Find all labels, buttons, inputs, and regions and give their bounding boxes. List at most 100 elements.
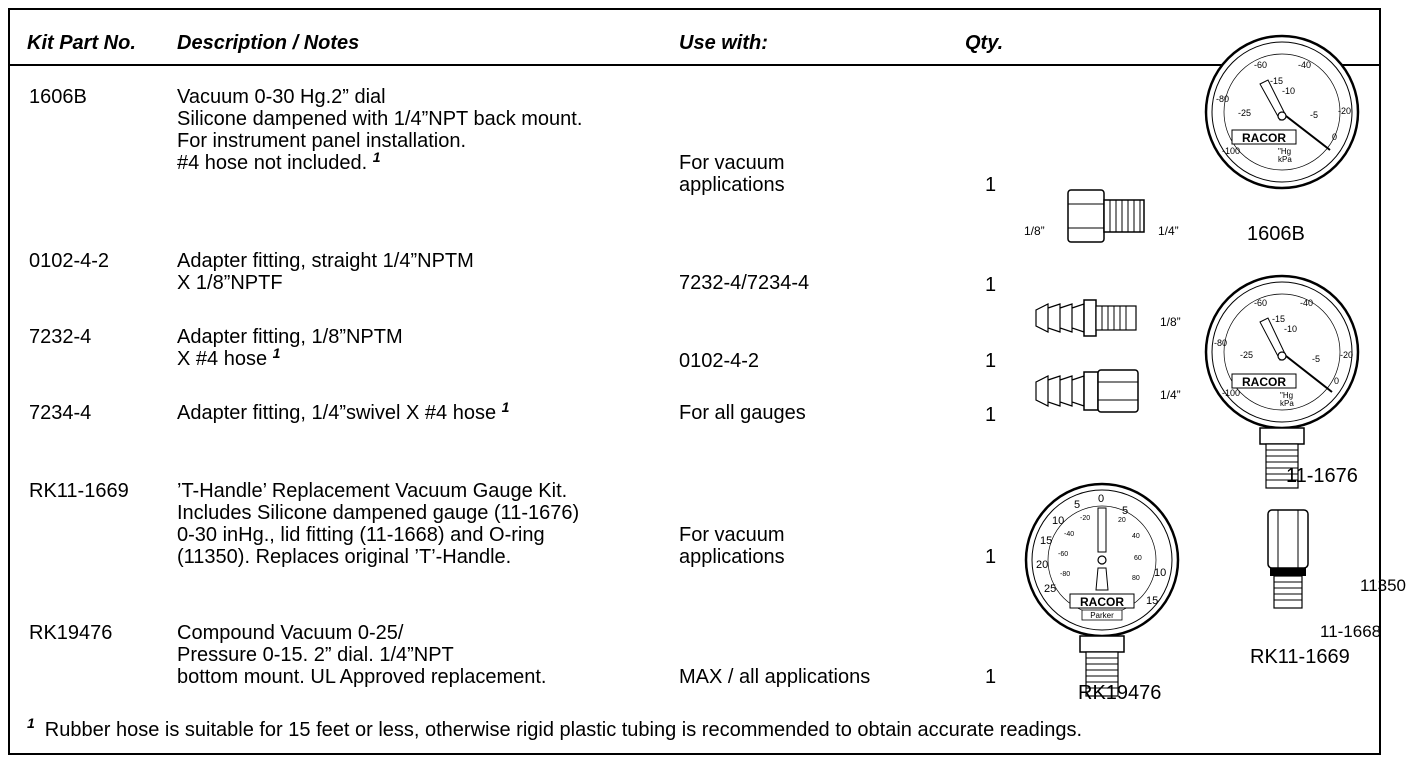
row-7234-use-with: For all gauges — [679, 402, 806, 424]
label-11-1668: 11-1668 — [1320, 622, 1382, 641]
row-0102-qty: 1 — [985, 274, 997, 296]
fitting-7232-illustration — [1035, 299, 1137, 337]
svg-text:-80: -80 — [1214, 338, 1227, 348]
hg-25: -25 — [1238, 108, 1251, 118]
svg-text:-15: -15 — [1272, 314, 1285, 324]
row-rk19476-qty: 1 — [985, 666, 997, 688]
parts-table-sheet: Kit Part No. Description / Notes Use wit… — [8, 8, 1406, 755]
svg-text:5: 5 — [1074, 499, 1080, 511]
header-use-with: Use with: — [679, 32, 768, 54]
use-line: applications — [679, 174, 785, 196]
gauge-rk19476-illustration: 0 5 5 10 15 20 25 10 15 -20 -40 -60 -80 … — [1024, 482, 1180, 697]
svg-text:-60: -60 — [1254, 298, 1267, 308]
footnote-text: Rubber hose is suitable for 15 feet or l… — [44, 719, 1083, 741]
svg-text:RACOR: RACOR — [1080, 595, 1124, 609]
header-kit-part-no: Kit Part No. — [27, 32, 136, 54]
row-rk11-use-with: For vacuum applications — [679, 524, 785, 568]
desc-line: #4 hose not included. 1 — [177, 149, 381, 174]
row-7232-qty: 1 — [985, 350, 997, 372]
header-description: Description / Notes — [177, 32, 360, 54]
desc-line: bottom mount. UL Approved replacement. — [177, 666, 547, 688]
hg-0: 0 — [1332, 132, 1337, 142]
footnote-marker: 1 — [272, 345, 281, 361]
svg-text:10: 10 — [1154, 567, 1166, 579]
label-rk11-1669: RK11-1669 — [1250, 646, 1350, 668]
svg-text:0: 0 — [1334, 376, 1339, 386]
svg-text:RACOR: RACOR — [1242, 375, 1286, 389]
row-rk19476-part: RK19476 — [29, 622, 113, 644]
row-0102-use-with: 7232-4/7234-4 — [679, 272, 810, 294]
desc-line: X 1/8”NPTF — [177, 272, 283, 294]
header-qty: Qty. — [965, 32, 1004, 54]
fitting-0102-illustration — [1067, 189, 1145, 243]
label-1606b: 1606B — [1247, 223, 1305, 245]
footnote-marker: 1 — [27, 715, 35, 731]
gauge-1606b-illustration: -60 -40 -80 -20 -100 -15 -10 -25 -5 0 RA… — [1204, 34, 1360, 190]
gauge-11-1676-illustration: -60 -40 -80 -20 -100 -15 -10 -25 -5 0 RA… — [1204, 274, 1360, 489]
desc-line: Compound Vacuum 0-25/ — [177, 622, 404, 644]
use-line: applications — [679, 546, 785, 568]
row-1606b-description: Vacuum 0-30 Hg.2” dial Silicone dampened… — [177, 86, 582, 174]
kpa-40: -40 — [1298, 60, 1311, 70]
row-rk19476-description: Compound Vacuum 0-25/ Pressure 0-15. 2” … — [177, 622, 546, 688]
desc-line: (11350). Replaces original ’T’-Handle. — [177, 546, 512, 568]
svg-text:-25: -25 — [1240, 350, 1253, 360]
svg-text:-60: -60 — [1058, 551, 1068, 558]
svg-text:25: 25 — [1044, 583, 1056, 595]
header-rule — [10, 64, 1379, 66]
row-1606b-qty: 1 — [985, 174, 997, 196]
svg-text:-40: -40 — [1300, 298, 1313, 308]
footnote-marker: 1 — [372, 149, 381, 165]
desc-line: Pressure 0-15. 2” dial. 1/4”NPT — [177, 644, 454, 666]
svg-text:"Hg: "Hg — [1280, 391, 1293, 400]
row-7234-part: 7234-4 — [29, 402, 92, 424]
svg-text:60: 60 — [1134, 555, 1142, 562]
row-rk11-description: ’T-Handle’ Replacement Vacuum Gauge Kit.… — [177, 480, 579, 568]
fitting-0102-left-label: 1/8” — [1024, 224, 1045, 238]
svg-text:-20: -20 — [1340, 350, 1353, 360]
row-1606b-part: 1606B — [29, 86, 87, 108]
desc-line: Silicone dampened with 1/4”NPT back moun… — [177, 108, 583, 130]
svg-text:15: 15 — [1040, 535, 1052, 547]
use-line: For vacuum — [679, 152, 785, 174]
svg-text:20: 20 — [1118, 517, 1126, 524]
fitting-0102-right-label: 1/4” — [1158, 224, 1179, 238]
fitting-7234-label: 1/4” — [1160, 388, 1181, 402]
row-7234-qty: 1 — [985, 404, 997, 426]
label-11-1676: 11-1676 — [1286, 465, 1358, 487]
hg-5: -5 — [1310, 110, 1318, 120]
svg-text:-100: -100 — [1222, 388, 1240, 398]
svg-text:-5: -5 — [1312, 354, 1320, 364]
brand-logo: RACOR — [1242, 131, 1286, 145]
svg-text:0: 0 — [1098, 493, 1104, 505]
svg-text:-10: -10 — [1284, 324, 1297, 334]
svg-text:kPa: kPa — [1280, 399, 1294, 408]
hg-10: -10 — [1282, 86, 1295, 96]
row-7232-description: Adapter fitting, 1/8”NPTM X #4 hose 1 — [177, 326, 403, 370]
row-rk11-qty: 1 — [985, 546, 997, 568]
footnote-marker: 1 — [501, 399, 510, 415]
desc-line: Adapter fitting, 1/8”NPTM — [177, 326, 403, 348]
fitting-7234-illustration — [1035, 369, 1139, 413]
svg-text:-80: -80 — [1060, 571, 1070, 578]
desc-line: For instrument panel installation. — [177, 130, 467, 152]
svg-text:15: 15 — [1146, 595, 1158, 607]
svg-text:-40: -40 — [1064, 531, 1074, 538]
hg-15: -15 — [1270, 76, 1283, 86]
use-line: For vacuum — [679, 524, 785, 546]
svg-text:-20: -20 — [1080, 515, 1090, 522]
svg-text:40: 40 — [1132, 533, 1140, 540]
svg-text:80: 80 — [1132, 575, 1140, 582]
row-1606b-use-with: For vacuum applications — [679, 152, 785, 196]
label-11350: 11350 — [1360, 576, 1406, 595]
desc-line: ’T-Handle’ Replacement Vacuum Gauge Kit. — [177, 480, 568, 502]
desc-line: Vacuum 0-30 Hg.2” dial — [177, 86, 386, 108]
svg-text:10: 10 — [1052, 515, 1064, 527]
row-7234-description: Adapter fitting, 1/4”swivel X #4 hose 1 — [177, 399, 510, 424]
fitting-7232-label: 1/8” — [1160, 315, 1181, 329]
kpa-80: -80 — [1216, 94, 1229, 104]
kpa-20: -20 — [1338, 106, 1351, 116]
kpa-100: -100 — [1222, 146, 1240, 156]
row-rk19476-use-with: MAX / all applications — [679, 666, 871, 688]
row-7232-use-with: 0102-4-2 — [679, 350, 760, 372]
